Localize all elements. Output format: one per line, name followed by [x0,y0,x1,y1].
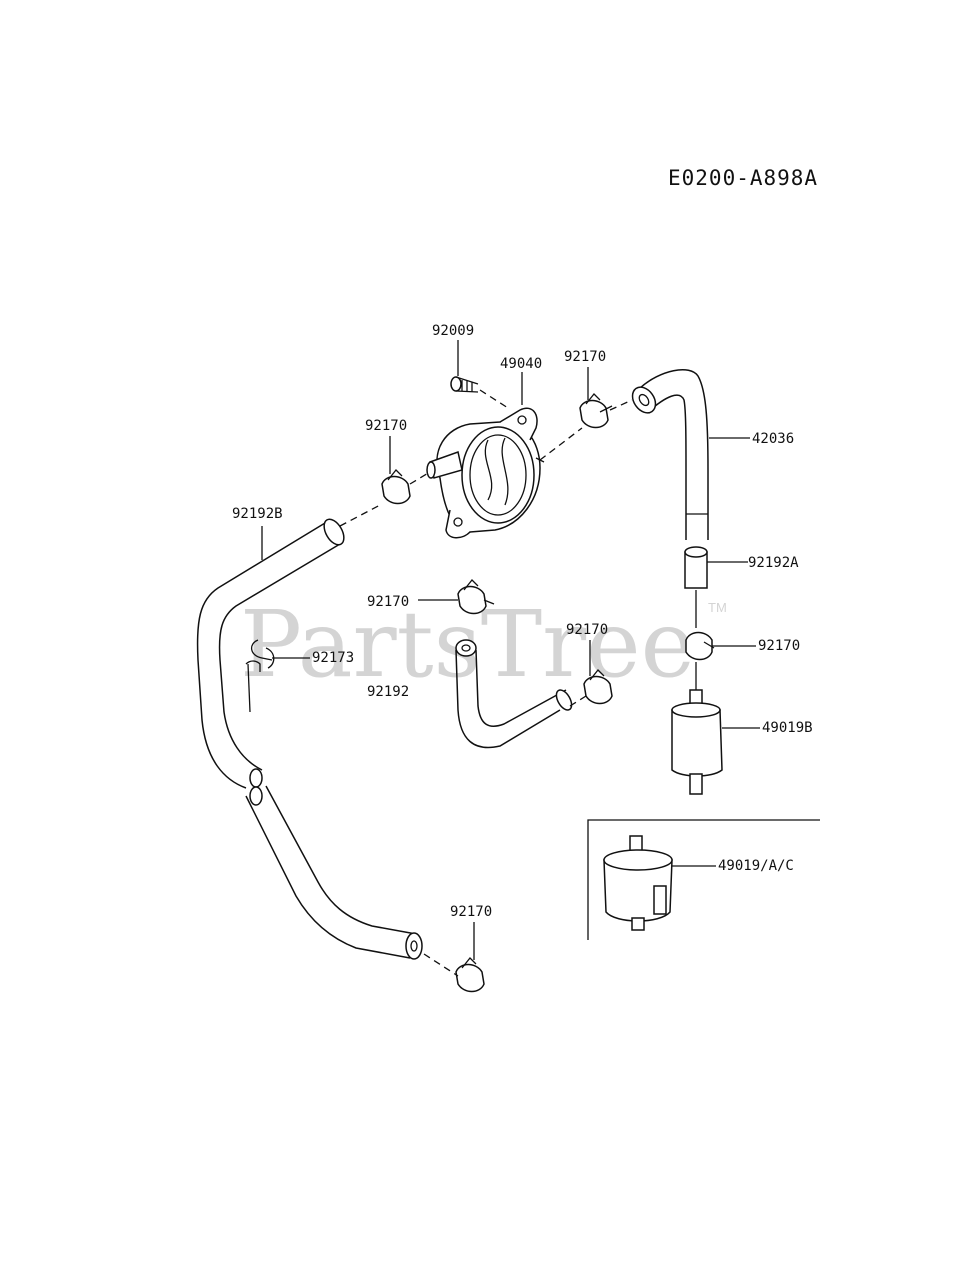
fuel-pump-49040 [426,407,545,539]
screw-92009 [450,340,509,409]
fuel-filter-49019B [671,662,760,795]
label-49019B: 49019B [762,720,813,736]
hose-42036 [631,369,750,540]
hose-92192A [684,546,748,589]
clamp-92170-top [579,367,613,429]
hose-92192B [196,518,423,960]
label-92170-mid: 92170 [367,594,409,610]
hose-92192 [455,639,573,749]
label-92192B: 92192B [232,506,283,522]
label-49040: 49040 [500,356,542,372]
label-92192: 92192 [367,684,409,700]
clamp-92170-mid [418,579,495,615]
label-92173: 92173 [312,650,354,666]
label-92170-bottom: 92170 [450,904,492,920]
clamp-92170-right [685,631,756,661]
label-92170-top: 92170 [564,349,606,365]
label-92009: 92009 [432,323,474,339]
label-92170-left: 92170 [365,418,407,434]
label-42036: 42036 [752,431,794,447]
inset-box [587,819,820,940]
clip-92173 [245,639,310,713]
label-92192A: 92192A [748,555,799,571]
watermark-trademark: TM [708,600,727,615]
fuel-filter-49019AC [603,835,716,931]
clamp-92170-center [583,640,613,705]
label-92170-center: 92170 [566,622,608,638]
clamp-92170-bottom [455,922,485,993]
label-92170-right: 92170 [758,638,800,654]
label-49019AC: 49019/A/C [718,858,794,874]
part-labels: 92009 49040 92170 42036 92170 92192B 921… [232,323,813,920]
clamp-92170-left [381,436,411,505]
reference-code: E0200-A898A [668,166,818,190]
